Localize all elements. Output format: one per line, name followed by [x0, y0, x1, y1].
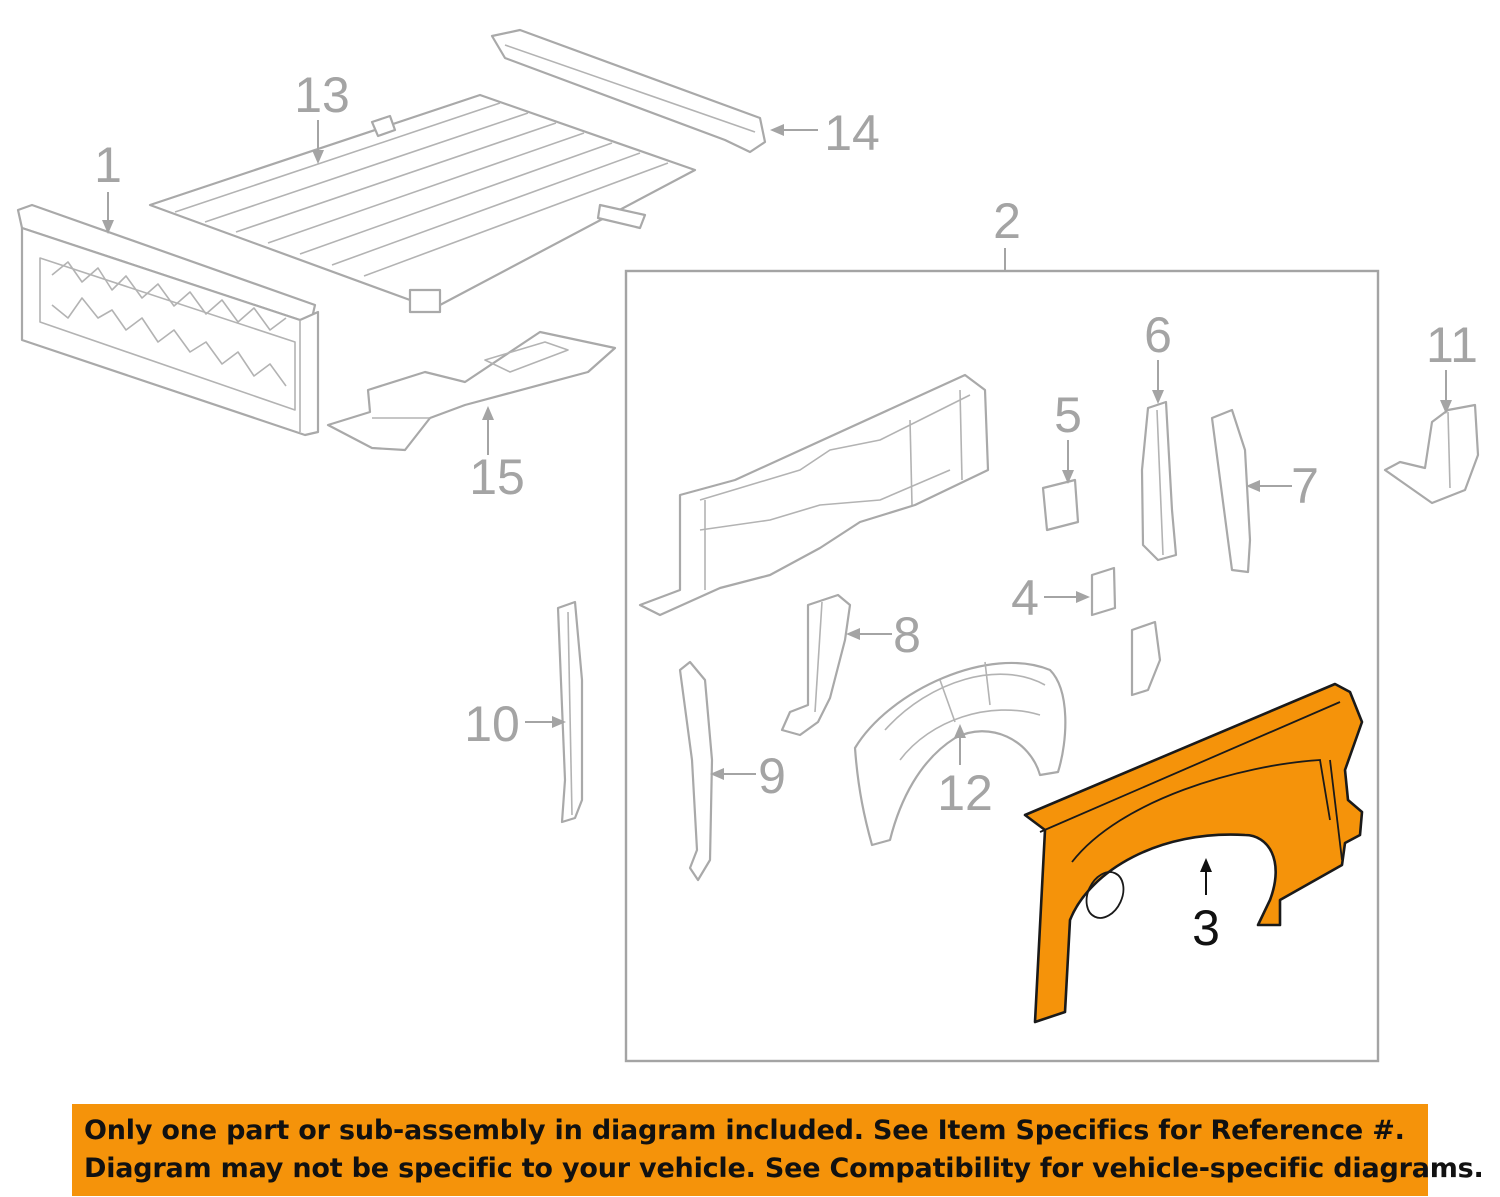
callout-3: 3 [1192, 900, 1220, 956]
assembly-box-2 [624, 269, 1380, 1063]
leader-lines [102, 120, 1452, 895]
callout-4: 4 [1011, 570, 1039, 626]
disclaimer-banner: Only one part or sub-assembly in diagram… [72, 1104, 1484, 1196]
callout-13: 13 [294, 67, 350, 123]
part-5-bracket [1041, 478, 1080, 532]
parts-diagram: 1 2 3 4 5 6 7 8 9 10 11 12 13 14 15 [16, 28, 1480, 1063]
part-4-plate [1090, 566, 1117, 617]
callout-2: 2 [993, 193, 1021, 249]
part-1-front-panel [16, 203, 320, 437]
part-inner-side-panel [638, 373, 990, 617]
part-11-bracket [1383, 403, 1480, 505]
part-6-pillar [1140, 400, 1178, 562]
disclaimer-line-2: Diagram may not be specific to your vehi… [84, 1153, 1484, 1184]
part-3-outer-side-panel [1023, 682, 1364, 1024]
part-15-crossmember [326, 330, 617, 452]
callout-8: 8 [893, 607, 921, 663]
callout-1: 1 [94, 137, 122, 193]
callout-7: 7 [1291, 458, 1319, 514]
part-12-wheelhouse [853, 661, 1067, 847]
callout-5: 5 [1054, 387, 1082, 443]
disclaimer-line-1: Only one part or sub-assembly in diagram… [84, 1115, 1405, 1146]
part-13-bed-floor [148, 93, 697, 314]
callout-11: 11 [1426, 317, 1478, 373]
callout-10: 10 [464, 696, 520, 752]
callout-9: 9 [758, 748, 786, 804]
part-7-bracket [1210, 408, 1252, 574]
part-small-gusset [1130, 620, 1162, 697]
callout-12: 12 [937, 765, 993, 821]
part-8-bracket [780, 593, 852, 737]
part-10-pillar [556, 600, 584, 824]
part-14-rear-sill [490, 28, 767, 154]
part-9-pillar [678, 660, 714, 882]
callout-6: 6 [1144, 307, 1172, 363]
callout-14: 14 [824, 105, 880, 161]
callout-15: 15 [469, 449, 525, 505]
